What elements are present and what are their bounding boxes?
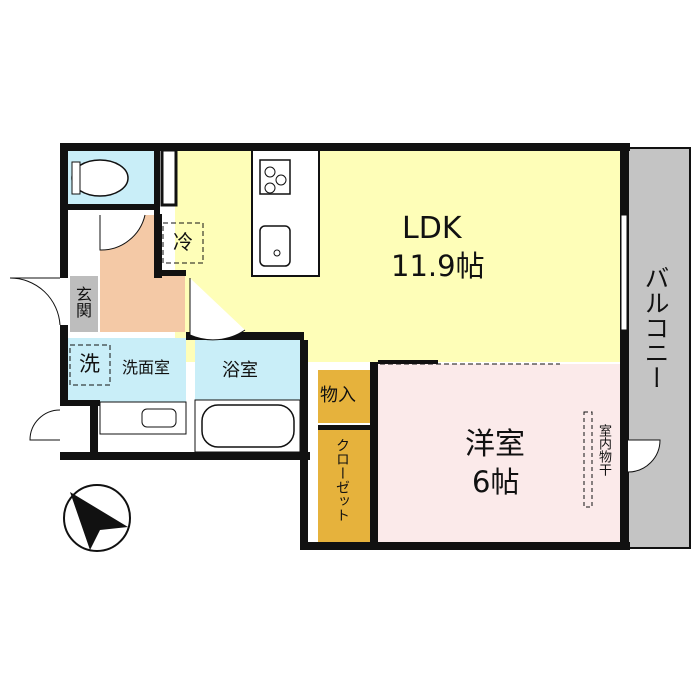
entrance-door	[9, 277, 61, 326]
storage-area	[318, 370, 373, 423]
balcony-label: バルコニー	[641, 265, 670, 390]
washroom-label: 洗面室	[122, 358, 171, 377]
washroom-area	[68, 338, 186, 402]
closet-area	[318, 430, 373, 545]
ldk-area	[175, 150, 625, 362]
western-room-size: 6帖	[472, 465, 520, 499]
balcony-door	[627, 439, 661, 473]
walls	[60, 143, 630, 550]
balcony-window	[620, 214, 628, 331]
ldk-label: LDK	[402, 211, 462, 246]
storage-label: 物入	[320, 385, 356, 406]
service-door	[29, 409, 61, 441]
indoor-drying-rail	[583, 411, 593, 508]
toilet-door	[99, 214, 146, 251]
balcony-area	[627, 147, 691, 549]
closet-label: クローゼット	[334, 438, 350, 522]
washer-marker: 洗	[79, 352, 100, 376]
entrance-floor	[70, 276, 98, 332]
fridge-space	[162, 222, 204, 264]
indoor-drying-label: 室内物干	[596, 424, 611, 476]
sink-icon	[259, 225, 291, 267]
ldk-size: 11.9帖	[391, 249, 485, 283]
bathroom-area	[195, 340, 300, 400]
bathroom-label: 浴室	[222, 360, 258, 381]
ldk-door	[189, 278, 246, 341]
washer-space	[69, 344, 111, 386]
fridge-marker: 冷	[173, 230, 193, 254]
western-room-label: 洋室	[465, 427, 525, 462]
entrance-label: 玄関	[73, 286, 92, 318]
north-arrow-icon	[63, 484, 131, 552]
